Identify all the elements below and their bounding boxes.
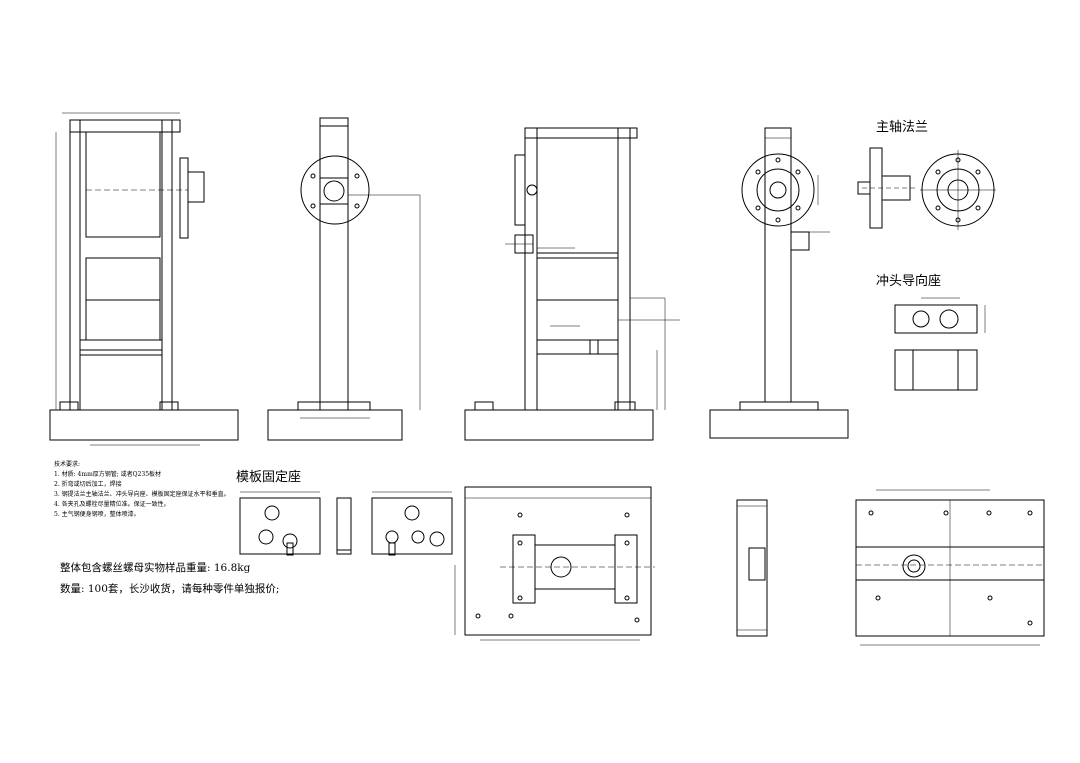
die-plate-seat-detail xyxy=(239,491,453,556)
base-side-view xyxy=(736,499,768,637)
punch-guide-seat-detail xyxy=(894,297,986,391)
tech-note-item: 2. 折弯或切后加工，焊接 xyxy=(54,481,122,488)
weight-remark: 整体包含螺丝螺母实物样品重量: 16.8kg xyxy=(60,562,251,574)
spindle-flange-detail xyxy=(857,147,996,230)
side-view-flange xyxy=(709,127,849,439)
tech-note-item: 5. 主气钢便身钢喷，整体喷漆。 xyxy=(54,511,140,518)
tech-notes: 技术要求: 1. 材质: 4mm厚方钢管; 或者Q235板材 2. 折弯或切后加… xyxy=(54,460,230,520)
front-view-right xyxy=(464,127,680,441)
punch-guide-seat-title: 冲头导向座 xyxy=(876,274,942,289)
base-top-view-left xyxy=(454,486,655,641)
tech-note-item: 3. 钢提法兰主轴法兰、冲头导向座、模板固定座保证水平和垂直。 xyxy=(54,491,230,498)
tech-note-item: 1. 材质: 4mm厚方钢管; 或者Q235板材 xyxy=(54,471,162,478)
quantity-remark: 数量: 100套，长沙收货，请每种零件单独报价; xyxy=(60,583,280,595)
side-view xyxy=(267,117,421,441)
spindle-flange-title: 主轴法兰 xyxy=(876,120,929,135)
die-plate-seat-title: 模板固定座 xyxy=(236,470,302,485)
front-view-left xyxy=(49,112,239,446)
tech-notes-heading: 技术要求: xyxy=(54,461,81,468)
base-top-view-right xyxy=(855,489,1045,646)
tech-note-item: 4. 各夹孔及螺栓尽量精位准。保证一致性。 xyxy=(54,501,170,508)
